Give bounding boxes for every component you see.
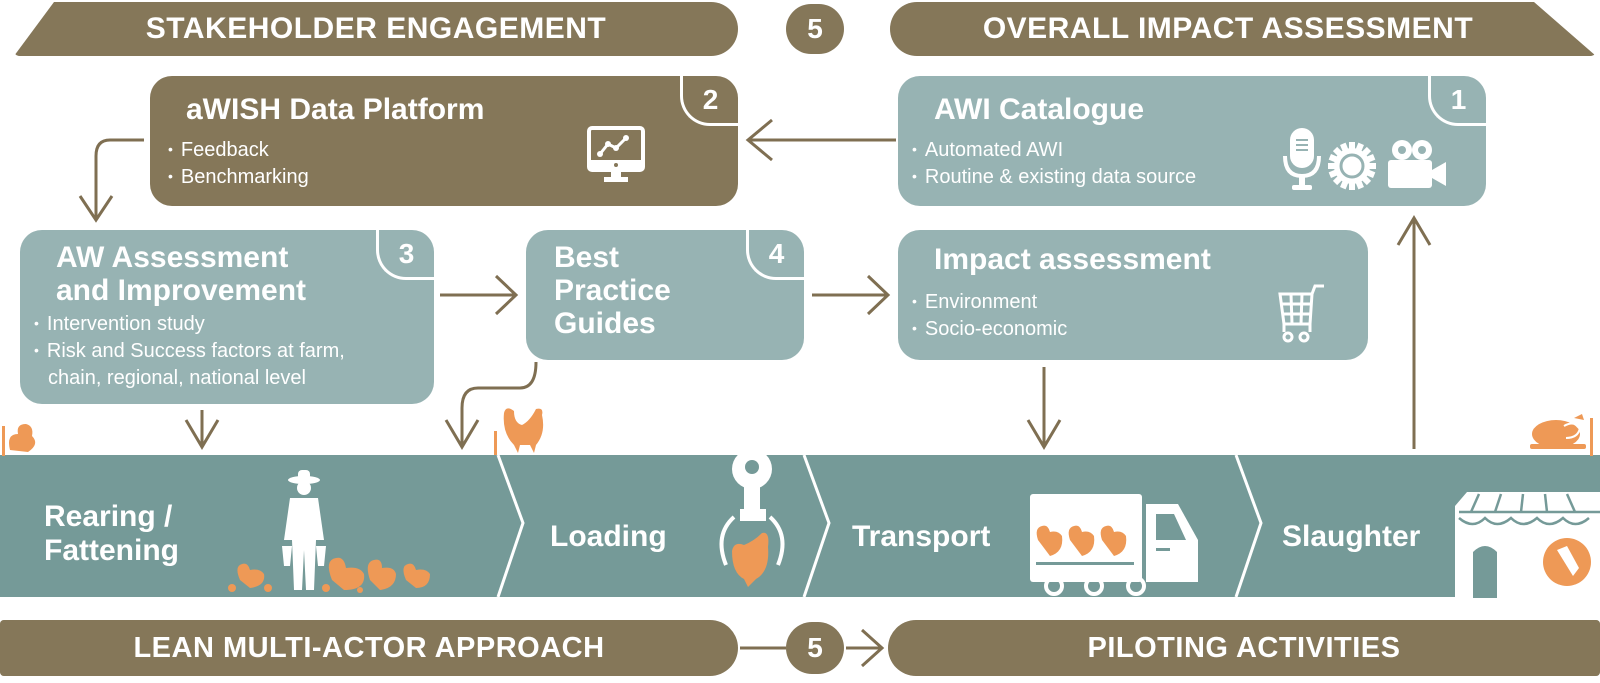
bottom-step-5-number: 5 bbox=[807, 632, 823, 663]
monitor-chart-icon bbox=[587, 126, 645, 182]
awi-catalogue-bullet: Routine & existing data source bbox=[912, 163, 1196, 190]
separator-transport-slaughter bbox=[1234, 454, 1263, 598]
awish-bullet: Benchmarking bbox=[168, 163, 309, 190]
chick-icon bbox=[2, 424, 36, 456]
piloting-activities-label: PILOTING ACTIVITIES bbox=[1087, 631, 1401, 664]
arrowhead bbox=[860, 628, 885, 668]
separator-loading-transport bbox=[802, 454, 831, 598]
impact-bullet: Socio-economic bbox=[912, 315, 1067, 342]
best-practice-title-line3: Guides bbox=[554, 307, 656, 340]
impact-bullet: Environment bbox=[912, 288, 1067, 315]
roast-chicken-icon bbox=[1530, 414, 1593, 456]
stage-rearing-line2: Fattening bbox=[44, 534, 179, 567]
impact-assessment-title: Impact assessment bbox=[934, 243, 1211, 276]
farmer-with-chickens-icon bbox=[228, 470, 430, 593]
awish-bullet: Feedback bbox=[168, 136, 309, 163]
aw-assessment-bullet-continuation: chain, regional, national level bbox=[48, 367, 306, 389]
stage-rearing-line1: Rearing / bbox=[44, 500, 173, 533]
chickens bbox=[228, 557, 430, 593]
stage-slaughter: Slaughter bbox=[1282, 520, 1421, 553]
step-4-number: 4 bbox=[768, 237, 785, 269]
awish-bullets: Feedback Benchmarking bbox=[168, 136, 309, 190]
step-1-number: 1 bbox=[1450, 83, 1467, 115]
hen-icon bbox=[494, 408, 544, 455]
stage-transport: Transport bbox=[852, 520, 991, 553]
aw-assessment-title: AW Assessment and Improvement bbox=[56, 241, 306, 307]
best-practice-title: Best Practice Guides bbox=[554, 241, 671, 340]
aw-assessment-title-line2: and Improvement bbox=[56, 274, 307, 307]
step-2-badge: 2 bbox=[680, 76, 738, 126]
stage-loading: Loading bbox=[550, 520, 667, 553]
step-4-badge: 4 bbox=[746, 230, 804, 280]
awi-catalogue-title: AWI Catalogue bbox=[934, 93, 1145, 126]
step-3-badge: 3 bbox=[376, 230, 434, 280]
piloting-activities-banner: PILOTING ACTIVITIES bbox=[888, 620, 1600, 676]
top-step-5-badge: 5 bbox=[786, 4, 844, 54]
gear-icon bbox=[1328, 142, 1376, 190]
impact-assessment-box: Impact assessment Environment Socio-econ… bbox=[898, 230, 1368, 360]
arrowhead bbox=[866, 274, 891, 316]
top-step-5-number: 5 bbox=[807, 13, 823, 44]
stakeholder-engagement-label: STAKEHOLDER ENGAGEMENT bbox=[145, 12, 607, 45]
awish-data-platform-box: aWISH Data Platform Feedback Benchmarkin… bbox=[150, 76, 738, 206]
step-2-number: 2 bbox=[702, 83, 719, 115]
shopping-cart-icon bbox=[1278, 284, 1324, 343]
aw-assessment-bullet: Risk and Success factors at farm, bbox=[34, 337, 345, 364]
overall-impact-assessment-banner: OVERALL IMPACT ASSESSMENT bbox=[890, 2, 1596, 56]
step-1-badge: 1 bbox=[1428, 76, 1486, 126]
bottom-step-5-badge: 5 bbox=[786, 622, 844, 674]
lean-multi-actor-approach-banner: LEAN MULTI-ACTOR APPROACH bbox=[0, 620, 738, 676]
process-band bbox=[0, 455, 1600, 597]
best-practice-title-line1: Best bbox=[554, 241, 620, 274]
stage-separators bbox=[496, 454, 1263, 598]
claw-grabbing-chicken-icon bbox=[719, 449, 785, 587]
arrowhead bbox=[78, 195, 114, 223]
arrow-platform-to-assessment bbox=[94, 138, 144, 220]
separator-rearing-loading bbox=[496, 454, 525, 598]
best-practice-guides-box: Best Practice Guides 4 bbox=[526, 230, 804, 360]
microphone-icon bbox=[1283, 128, 1321, 190]
aw-assessment-box: AW Assessment and Improvement Interventi… bbox=[20, 230, 434, 404]
step-3-number: 3 bbox=[398, 237, 415, 269]
stage-rearing-fattening: Rearing / Fattening bbox=[44, 500, 179, 568]
video-camera-icon bbox=[1388, 140, 1446, 188]
stakeholder-engagement-banner: STAKEHOLDER ENGAGEMENT bbox=[14, 2, 738, 56]
aw-assessment-bullets: Intervention study Risk and Success fact… bbox=[34, 310, 345, 391]
arrowhead bbox=[184, 419, 220, 450]
arrowhead bbox=[444, 419, 480, 450]
best-practice-title-line2: Practice bbox=[554, 274, 671, 307]
aw-assessment-title-line1: AW Assessment bbox=[56, 241, 289, 274]
arrowhead bbox=[494, 274, 519, 316]
awi-catalogue-bullet: Automated AWI bbox=[912, 136, 1196, 163]
awi-catalogue-bullets: Automated AWI Routine & existing data so… bbox=[912, 136, 1196, 190]
impact-assessment-bullets: Environment Socio-economic bbox=[912, 288, 1067, 342]
awi-catalogue-box: AWI Catalogue Automated AWI Routine & ex… bbox=[898, 76, 1486, 206]
lean-multi-actor-approach-label: LEAN MULTI-ACTOR APPROACH bbox=[133, 631, 605, 664]
awish-title: aWISH Data Platform bbox=[186, 93, 485, 126]
truck-with-chickens-icon bbox=[1030, 494, 1198, 596]
aw-assessment-bullet: Intervention study bbox=[34, 310, 345, 337]
arrowhead bbox=[745, 118, 773, 162]
arrow-bestpractice-to-rearing bbox=[460, 361, 538, 447]
butcher-shop-icon bbox=[1455, 492, 1600, 598]
arrowhead bbox=[1026, 419, 1062, 450]
overall-impact-assessment-label: OVERALL IMPACT ASSESSMENT bbox=[982, 12, 1474, 45]
arrowhead bbox=[1396, 215, 1432, 246]
